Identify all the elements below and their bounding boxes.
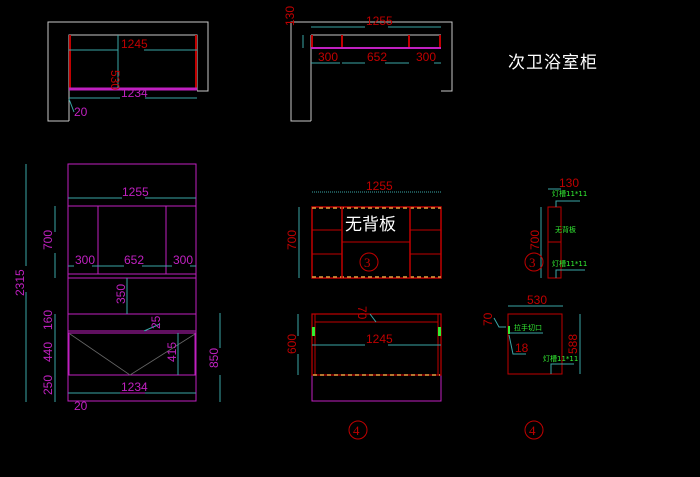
drawer-opening-lines xyxy=(69,333,196,376)
note-top-light-slot: 灯槽11*11 xyxy=(552,189,587,198)
label-415: 415 xyxy=(165,342,179,362)
label-70-base: 70 xyxy=(355,306,369,320)
label-300-right: 300 xyxy=(416,50,436,64)
label-1245-base: 1245 xyxy=(366,332,393,346)
callout-3-circle xyxy=(359,252,379,272)
label-530-side: 530 xyxy=(527,293,547,307)
leader-bottom-light xyxy=(555,269,585,278)
top-view-1: 1245 530 1234 20 xyxy=(47,21,209,122)
callout-4-circle xyxy=(348,420,368,440)
wall-outline-2 xyxy=(290,21,453,122)
label-2315: 2315 xyxy=(13,269,27,296)
note-light-slot-side: 灯槽11*11 xyxy=(543,354,578,363)
label-350: 350 xyxy=(114,284,128,304)
callout-4-label: 4 xyxy=(353,423,360,438)
base-cabinet-front: 1245 600 70 4 xyxy=(285,306,442,440)
label-1255-elev: 1255 xyxy=(122,185,149,199)
base-front-outline xyxy=(311,313,442,402)
wall-outline xyxy=(47,21,209,122)
label-20-elev: 20 xyxy=(74,399,88,413)
upper-front-outline xyxy=(311,206,442,279)
label-300-elev-right: 300 xyxy=(173,253,193,267)
hinge-right xyxy=(438,327,441,336)
note-no-backboard: 无背板 xyxy=(345,215,396,235)
label-130-top: 130 xyxy=(283,6,297,26)
callout-4-side-label: 4 xyxy=(529,423,536,438)
base-side-outline xyxy=(507,313,563,375)
leader-top-light xyxy=(555,200,580,207)
upper-cabinet-front: 1255 700 无背板 3 xyxy=(285,179,442,279)
label-18: 18 xyxy=(515,341,529,355)
callout-4-side-circle xyxy=(524,420,544,440)
upper-cabinet-side: 130 700 灯槽11*11 无背板 灯槽11*11 3 xyxy=(524,176,587,279)
top-view-2: 1255 130 300 652 300 xyxy=(283,6,453,122)
elevation-outline xyxy=(67,163,197,402)
label-20: 20 xyxy=(74,105,88,119)
label-440: 440 xyxy=(41,342,55,362)
note-handle-cut: 拉手切口 xyxy=(514,323,542,332)
label-300-left: 300 xyxy=(318,50,338,64)
label-600: 600 xyxy=(285,334,299,354)
callout-3-side-circle xyxy=(524,252,544,272)
callout-3-label: 3 xyxy=(364,255,371,270)
label-700-elev: 700 xyxy=(41,230,55,250)
leader-20 xyxy=(68,98,75,113)
label-652: 652 xyxy=(367,50,387,64)
label-700-side: 700 xyxy=(528,230,542,250)
label-530: 530 xyxy=(108,70,122,90)
label-160: 160 xyxy=(41,310,55,330)
leader-18 xyxy=(508,334,526,355)
hinge-left xyxy=(312,327,315,336)
handle-cut-mark xyxy=(508,326,510,334)
leader-25 xyxy=(143,323,161,332)
label-25: 25 xyxy=(149,315,163,329)
leader-70-side xyxy=(493,317,506,328)
label-700-upper: 700 xyxy=(285,230,299,250)
label-1255-top: 1255 xyxy=(366,14,393,28)
label-70-side: 70 xyxy=(481,312,495,326)
label-300-elev-left: 300 xyxy=(75,253,95,267)
label-1245: 1245 xyxy=(121,37,148,51)
label-1255-upper: 1255 xyxy=(366,179,393,193)
drawing-title: 次卫浴室柜 xyxy=(508,53,598,73)
label-588-side: 588 xyxy=(566,334,580,354)
note-side-no-backboard: 无背板 xyxy=(555,225,576,234)
label-850: 850 xyxy=(207,348,221,368)
drawer-front xyxy=(68,332,196,376)
callout-3-side-label: 3 xyxy=(529,255,536,270)
label-250: 250 xyxy=(41,375,55,395)
leader-70 xyxy=(369,313,377,323)
elevation-view: 2315 1255 700 300 652 300 350 160 440 25… xyxy=(13,163,221,413)
leader-light-side xyxy=(550,363,574,374)
note-bottom-light-slot: 灯槽11*11 xyxy=(552,259,587,268)
base-cabinet-side: 530 588 70 拉手切口 18 灯槽11*11 4 xyxy=(481,293,581,440)
label-652-elev: 652 xyxy=(124,253,144,267)
label-130-side: 130 xyxy=(559,176,579,190)
label-1234: 1234 xyxy=(121,86,148,100)
label-1234-elev: 1234 xyxy=(121,380,148,394)
